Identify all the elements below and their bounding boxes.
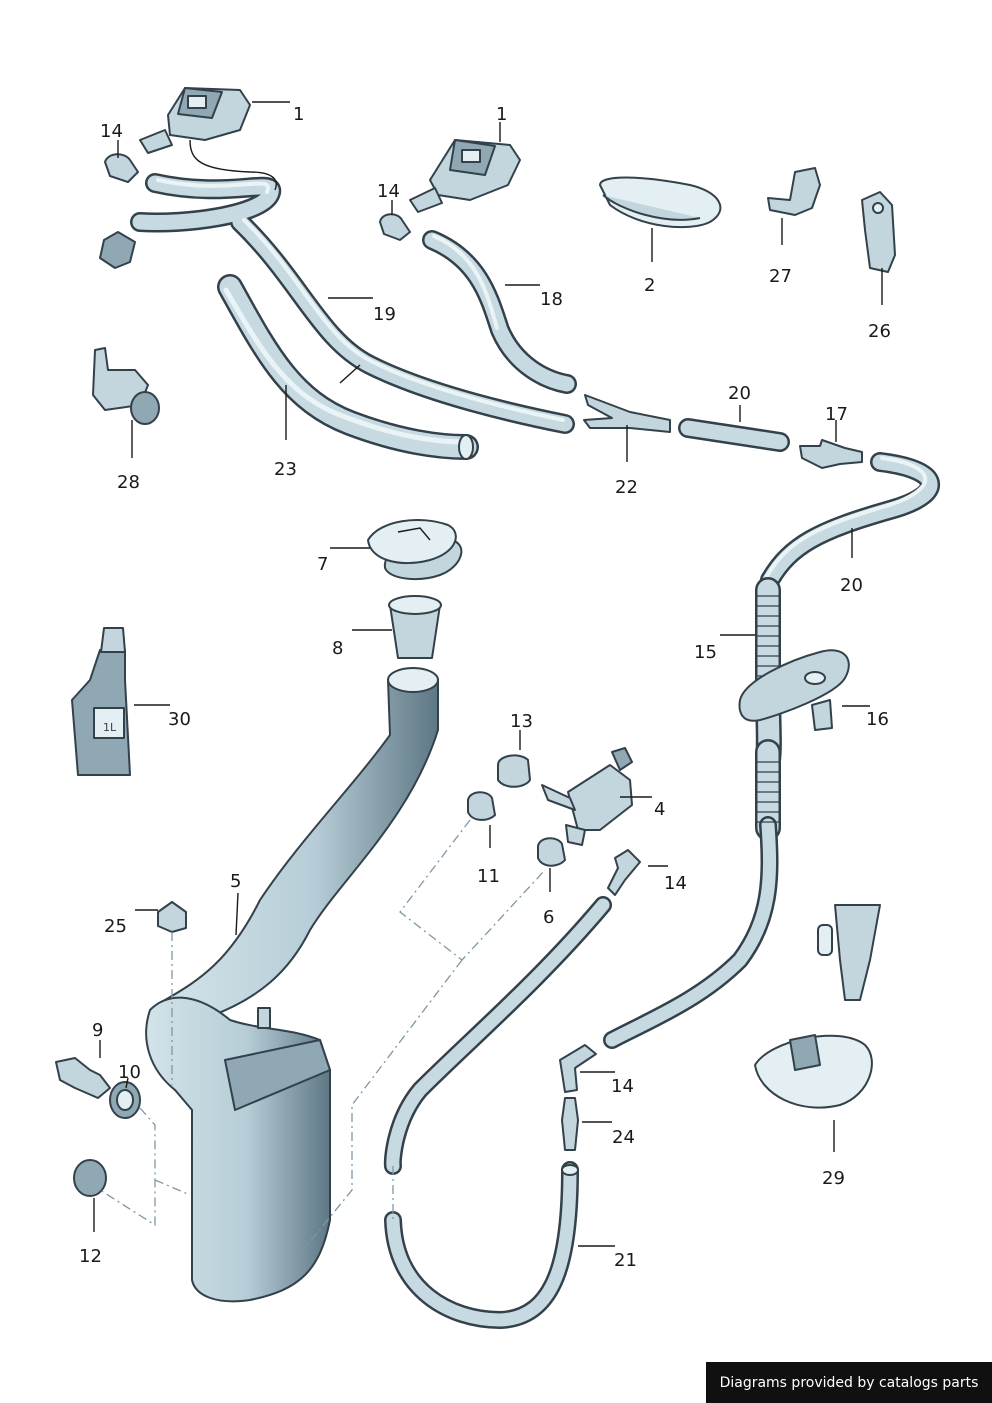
callout-13: 13 (510, 711, 533, 732)
washer-nozzle-1b (409, 139, 521, 213)
callout-26: 26 (868, 321, 891, 342)
clip-27 (767, 167, 821, 216)
callout-14d: 14 (611, 1076, 634, 1097)
callout-22: 22 (615, 477, 638, 498)
connector-14c (607, 849, 641, 896)
hose-18 (422, 230, 577, 394)
callout-4: 4 (654, 799, 665, 820)
hose-23 (217, 274, 479, 460)
callout-16: 16 (866, 709, 889, 730)
plug-12 (73, 1159, 107, 1197)
connector-14b (379, 213, 411, 241)
grommet-11 (467, 791, 496, 821)
callout-6: 6 (543, 907, 554, 928)
callout-8: 8 (332, 638, 343, 659)
bottle-volume-label: 1L (103, 721, 117, 734)
filler-cap-7 (367, 519, 463, 580)
callout-14c: 14 (664, 873, 687, 894)
strainer-8 (388, 595, 442, 659)
callout-15: 15 (694, 642, 717, 663)
hose-19 (130, 173, 575, 434)
washer-pump-4 (541, 747, 633, 846)
level-sensor-9 (55, 1057, 111, 1099)
washer-tank-5 (145, 667, 439, 1303)
callout-11: 11 (477, 866, 500, 887)
connector-14d (559, 1044, 597, 1093)
hose-20-long (755, 452, 940, 610)
connector-17 (799, 439, 863, 469)
callout-7: 7 (317, 554, 328, 575)
callout-14a: 14 (100, 121, 123, 142)
callout-28: 28 (117, 472, 140, 493)
callout-23: 23 (274, 459, 297, 480)
callout-19: 19 (373, 304, 396, 325)
bracket-26 (861, 191, 896, 273)
leader-lines (93, 101, 883, 1247)
connector-14a (104, 153, 139, 183)
holder-28 (92, 347, 160, 425)
callout-5: 5 (230, 871, 241, 892)
callouts: 1 1 2 4 5 6 7 8 9 10 11 12 13 14 14 14 1… (79, 104, 891, 1271)
callout-25: 25 (104, 916, 127, 937)
bracket-29 (754, 904, 881, 1109)
callout-24: 24 (612, 1127, 635, 1148)
callout-12: 12 (79, 1246, 102, 1267)
grommet-6 (537, 837, 566, 867)
cover-cap-2 (599, 176, 722, 229)
callout-14b: 14 (377, 181, 400, 202)
callout-20a: 20 (728, 383, 751, 404)
callout-1b: 1 (496, 104, 507, 125)
washer-nozzle-1a (99, 87, 277, 269)
connector-24 (561, 1097, 579, 1151)
callout-1a: 1 (293, 104, 304, 125)
callout-9: 9 (92, 1020, 103, 1041)
callout-17: 17 (825, 404, 848, 425)
callout-27: 27 (769, 266, 792, 287)
callout-30: 30 (168, 709, 191, 730)
grommet-10 (109, 1081, 141, 1119)
callout-10: 10 (118, 1062, 141, 1083)
callout-21: 21 (614, 1250, 637, 1271)
y-connector-22 (583, 394, 671, 433)
callout-2: 2 (644, 275, 655, 296)
callout-20b: 20 (840, 575, 863, 596)
callout-29: 29 (822, 1168, 845, 1189)
credit-banner: Diagrams provided by catalogs parts (706, 1362, 992, 1403)
callout-18: 18 (540, 289, 563, 310)
dash-lines (99, 819, 546, 1261)
nut-25 (157, 901, 187, 933)
hose-21 (383, 896, 612, 1329)
grommet-13 (497, 754, 531, 788)
fluid-bottle-30: 1L (71, 627, 131, 776)
hose-20-short (678, 418, 790, 452)
hose-guide-16 (738, 649, 850, 731)
